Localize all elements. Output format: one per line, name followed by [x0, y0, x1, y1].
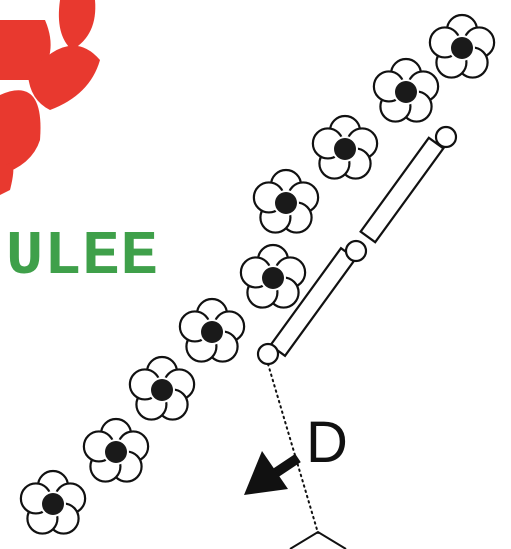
flower: [19, 469, 87, 535]
flower-center-dot: [395, 81, 417, 103]
logo-petal: [58, 0, 96, 50]
logo: ULEE: [0, 0, 159, 292]
flower-center-dot: [451, 37, 473, 59]
rod-joint-middle: [344, 239, 368, 263]
flower: [252, 168, 320, 234]
dotted-guide-line: [267, 363, 319, 534]
rod-upper: [359, 136, 445, 244]
flower: [82, 417, 150, 483]
flower-center-dot: [201, 321, 223, 343]
logo-petal: [0, 163, 14, 195]
flower: [372, 57, 440, 123]
logo-text: ULEE: [6, 221, 159, 292]
rod-joint-top: [434, 125, 458, 149]
direction-arrow-icon: [244, 451, 301, 495]
flower-center-dot: [105, 441, 127, 463]
cone-outline: [289, 530, 347, 549]
rod-assembly: [256, 125, 458, 366]
flower-chain: [19, 13, 496, 535]
flower-center-dot: [334, 138, 356, 160]
flower-center-dot: [275, 192, 297, 214]
logo-petal-shapes: [0, 0, 100, 195]
flower: [128, 355, 196, 421]
flower-center-dot: [42, 493, 64, 515]
logo-petal: [28, 45, 100, 110]
arrow-label: D: [306, 410, 348, 475]
flower: [178, 297, 246, 363]
flower: [239, 243, 307, 309]
rod-joint-bottom: [256, 342, 280, 366]
flower: [311, 114, 379, 180]
flower: [428, 13, 496, 79]
logo-petal: [0, 90, 41, 175]
flower-center-dot: [262, 267, 284, 289]
flower-center-dot: [151, 379, 173, 401]
